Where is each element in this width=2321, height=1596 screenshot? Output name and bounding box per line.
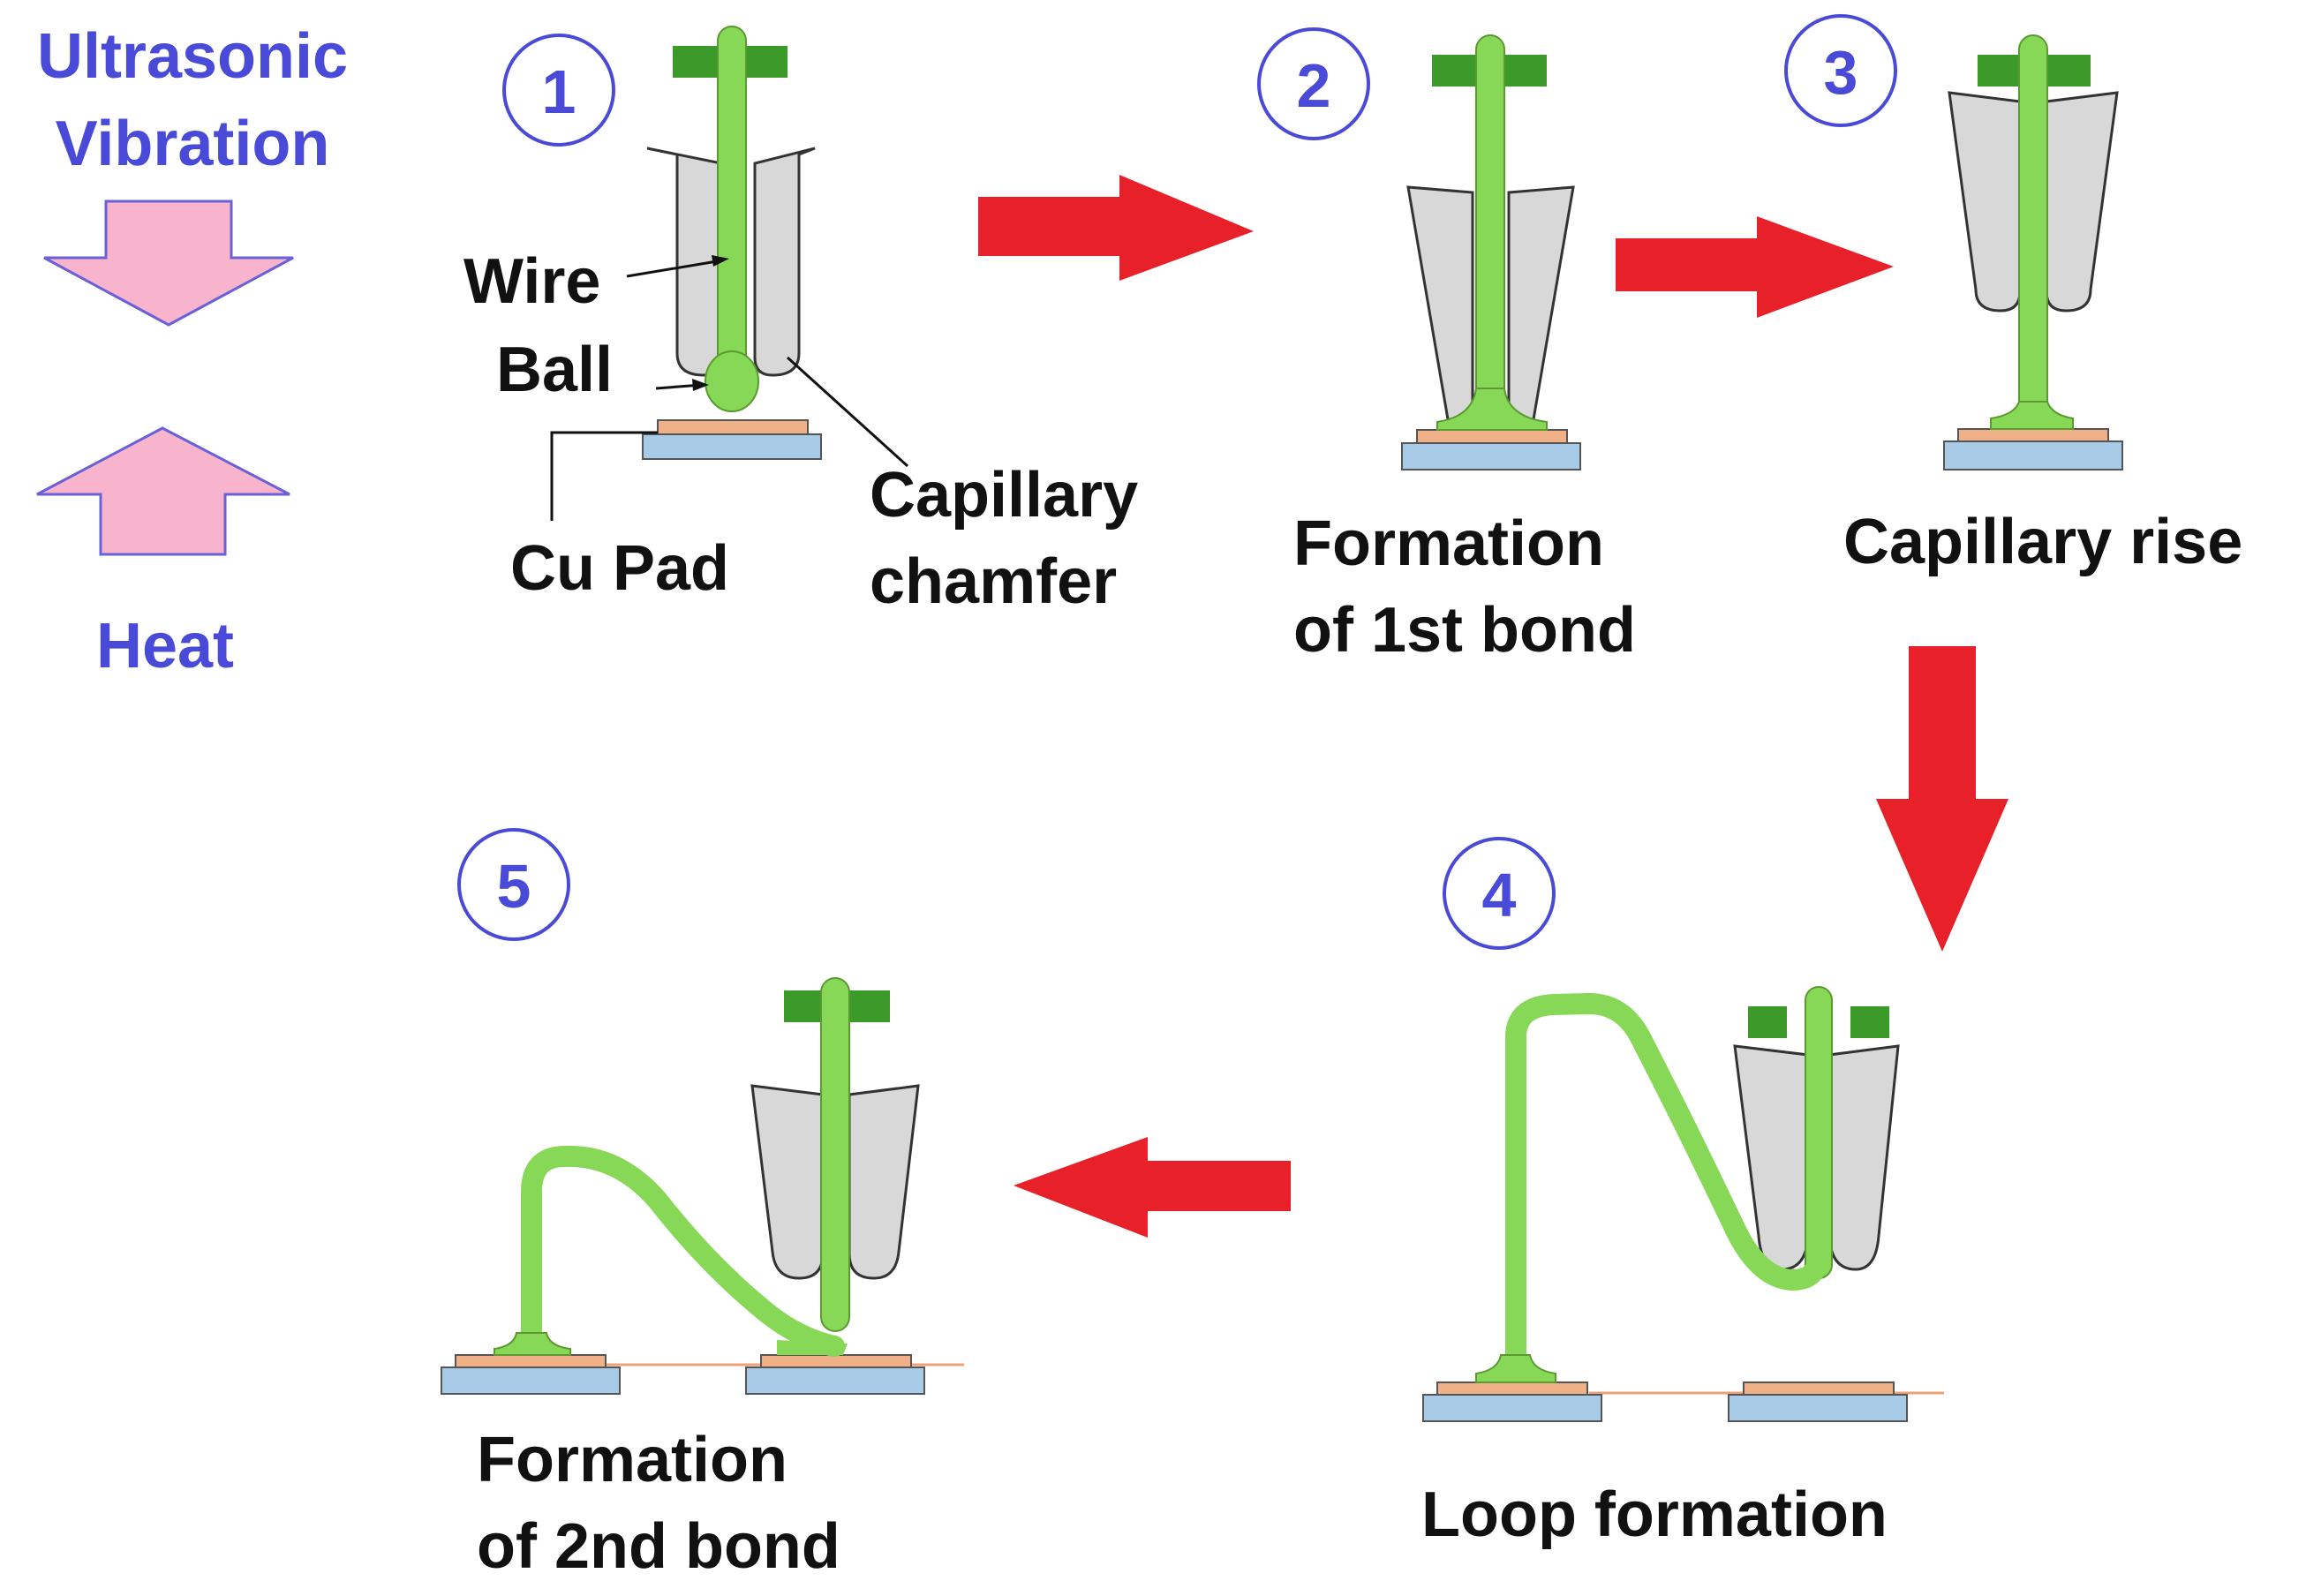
capillary-label: Capillary [870, 460, 1138, 531]
step-number: 2 [1297, 51, 1331, 120]
step-number-badge [1257, 27, 1370, 140]
capillary-right [1507, 185, 1575, 421]
ultrasonic-label: Ultrasonic [37, 21, 348, 92]
step-3: 3 Capillary rise [1784, 14, 2242, 577]
step-number-badge [1784, 14, 1897, 127]
capillary-right [848, 1084, 920, 1280]
substrate [642, 433, 822, 460]
step-number: 3 [1824, 38, 1858, 107]
wire-clamp-right [1850, 1006, 1889, 1038]
step-number-badge [1443, 837, 1556, 950]
substrate-2 [1728, 1394, 1908, 1422]
wire-in-capillary [820, 977, 850, 1332]
first-bond [1475, 1354, 1556, 1383]
flow-arrow-down-icon [1876, 646, 2008, 952]
pad-leader-line [550, 431, 658, 521]
wire-loop [521, 1145, 845, 1357]
wire [1475, 34, 1505, 425]
substrate [441, 1366, 621, 1395]
first-bond [494, 1332, 571, 1356]
capillary-left [1948, 91, 2022, 312]
wire [2018, 34, 2048, 425]
wire-label: Wire [463, 246, 600, 317]
capillary-left [750, 1084, 825, 1280]
wire-in-capillary [1805, 986, 1833, 1279]
second-bond [777, 1340, 848, 1355]
caption-line2: of 2nd bond [477, 1511, 840, 1582]
flow-arrow-left-icon [1014, 1137, 1291, 1238]
flattened-ball [1436, 388, 1548, 431]
step-number-badge [457, 828, 570, 941]
vibration-down-arrow-icon [43, 200, 294, 327]
cu-pad [1957, 428, 2109, 442]
capillary-left [1406, 185, 1474, 421]
step-4: 4 Loop formation [1421, 837, 1944, 1550]
chamfer-leader-line [786, 356, 909, 468]
cu-pad [455, 1354, 607, 1368]
capillary-right [1827, 1044, 1900, 1271]
wire [717, 26, 747, 380]
free-air-ball [705, 350, 759, 412]
wire-leader-line [626, 259, 723, 278]
wire-loop [1505, 992, 1829, 1374]
flow-arrow-right-icon [1616, 216, 1894, 318]
cu-pad-label: Cu Pad [510, 533, 729, 604]
heat-up-arrow-icon [36, 426, 290, 556]
flow-arrow-right-icon [978, 175, 1254, 281]
step-number: 1 [542, 57, 576, 126]
chamfer-label: chamfer [870, 546, 1117, 617]
substrate [1943, 440, 2123, 471]
substrate-2 [745, 1366, 925, 1395]
substrate [1422, 1394, 1602, 1422]
ball-label: Ball [496, 335, 613, 405]
cu-pad-2 [760, 1354, 912, 1368]
step-number: 4 [1482, 861, 1517, 930]
capillary-right [2045, 91, 2119, 312]
caption-line1: Capillary rise [1843, 507, 2242, 577]
caption-line1: Formation [1293, 508, 1604, 579]
step-number: 5 [497, 852, 531, 921]
step-1: 1 Wire Ball Cu Pad Capillary chamfer [463, 26, 1138, 617]
caption-line2: of 1st bond [1293, 595, 1636, 666]
first-bond [1990, 401, 2074, 430]
capillary-right [753, 147, 816, 377]
vibration-label: Vibration [56, 109, 330, 179]
caption-line1: Loop formation [1421, 1479, 1888, 1550]
heat-label: Heat [96, 611, 234, 681]
step-number-badge [502, 34, 615, 147]
cu-pad [1436, 1381, 1588, 1396]
wire-clamp-left [1748, 1006, 1787, 1038]
cu-pad [657, 419, 809, 435]
substrate [1401, 442, 1581, 471]
cu-pad-2 [1743, 1381, 1895, 1396]
caption-line1: Formation [477, 1425, 787, 1495]
step-2: 2 Formation of 1st bond [1257, 27, 1636, 666]
step-5: 5 Formation of 2nd bond [441, 828, 964, 1582]
cu-pad [1416, 429, 1568, 444]
